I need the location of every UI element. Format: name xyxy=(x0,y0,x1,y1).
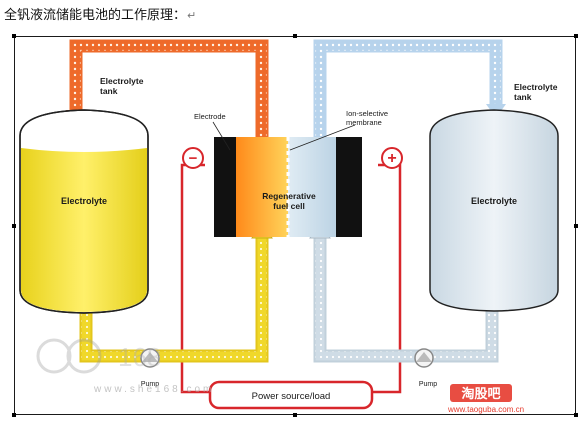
caption-text: 全钒液流储能电池的工作原理： xyxy=(4,8,187,23)
right-electrolyte-tank xyxy=(429,109,559,312)
taoguba-watermark: 淘股吧 www.taoguba.com.cn xyxy=(447,384,524,414)
pump-right-label: Pump xyxy=(419,381,437,388)
caption: 全钒液流储能电池的工作原理：↵ xyxy=(4,4,196,23)
svg-text:168: 168 xyxy=(118,342,161,372)
resize-handle-bottom-mid[interactable] xyxy=(293,413,297,417)
taoguba-url: www.taoguba.com.cn xyxy=(447,405,524,414)
pump-right-icon xyxy=(414,348,434,368)
power-label: Power source/load xyxy=(252,391,331,402)
electrode-left xyxy=(214,137,236,237)
resize-handle-mid-right[interactable] xyxy=(574,224,578,228)
pump-left-icon xyxy=(140,348,160,368)
plus-terminal-icon xyxy=(381,147,403,169)
plus-sign: + xyxy=(387,150,396,167)
right-electrolyte-label: Electrolyte xyxy=(471,196,517,206)
taoguba-brand: 淘股吧 xyxy=(461,386,500,402)
resize-handle-bottom-left[interactable] xyxy=(12,413,16,417)
minus-sign: − xyxy=(189,150,198,167)
electrode-right xyxy=(336,137,362,237)
resize-handle-bottom-right[interactable] xyxy=(574,413,578,417)
she168-watermark-url: www.she168.com xyxy=(93,384,214,395)
left-electrolyte-tank xyxy=(19,109,149,314)
resize-handle-top-right[interactable] xyxy=(574,34,578,38)
fuel-cell xyxy=(236,137,336,237)
she168-watermark-logo: 168 xyxy=(36,338,161,374)
minus-terminal-icon xyxy=(182,147,204,169)
electrode-label: Electrode xyxy=(194,112,226,121)
paragraph-mark-icon: ↵ xyxy=(187,9,197,22)
resize-handle-top-mid[interactable] xyxy=(293,34,297,38)
resize-handle-top-left[interactable] xyxy=(12,34,16,38)
left-electrolyte-label: Electrolyte xyxy=(61,196,107,206)
pump-left-label: Pump xyxy=(141,381,159,388)
resize-handle-mid-left[interactable] xyxy=(12,224,16,228)
power-source-box xyxy=(208,380,374,410)
